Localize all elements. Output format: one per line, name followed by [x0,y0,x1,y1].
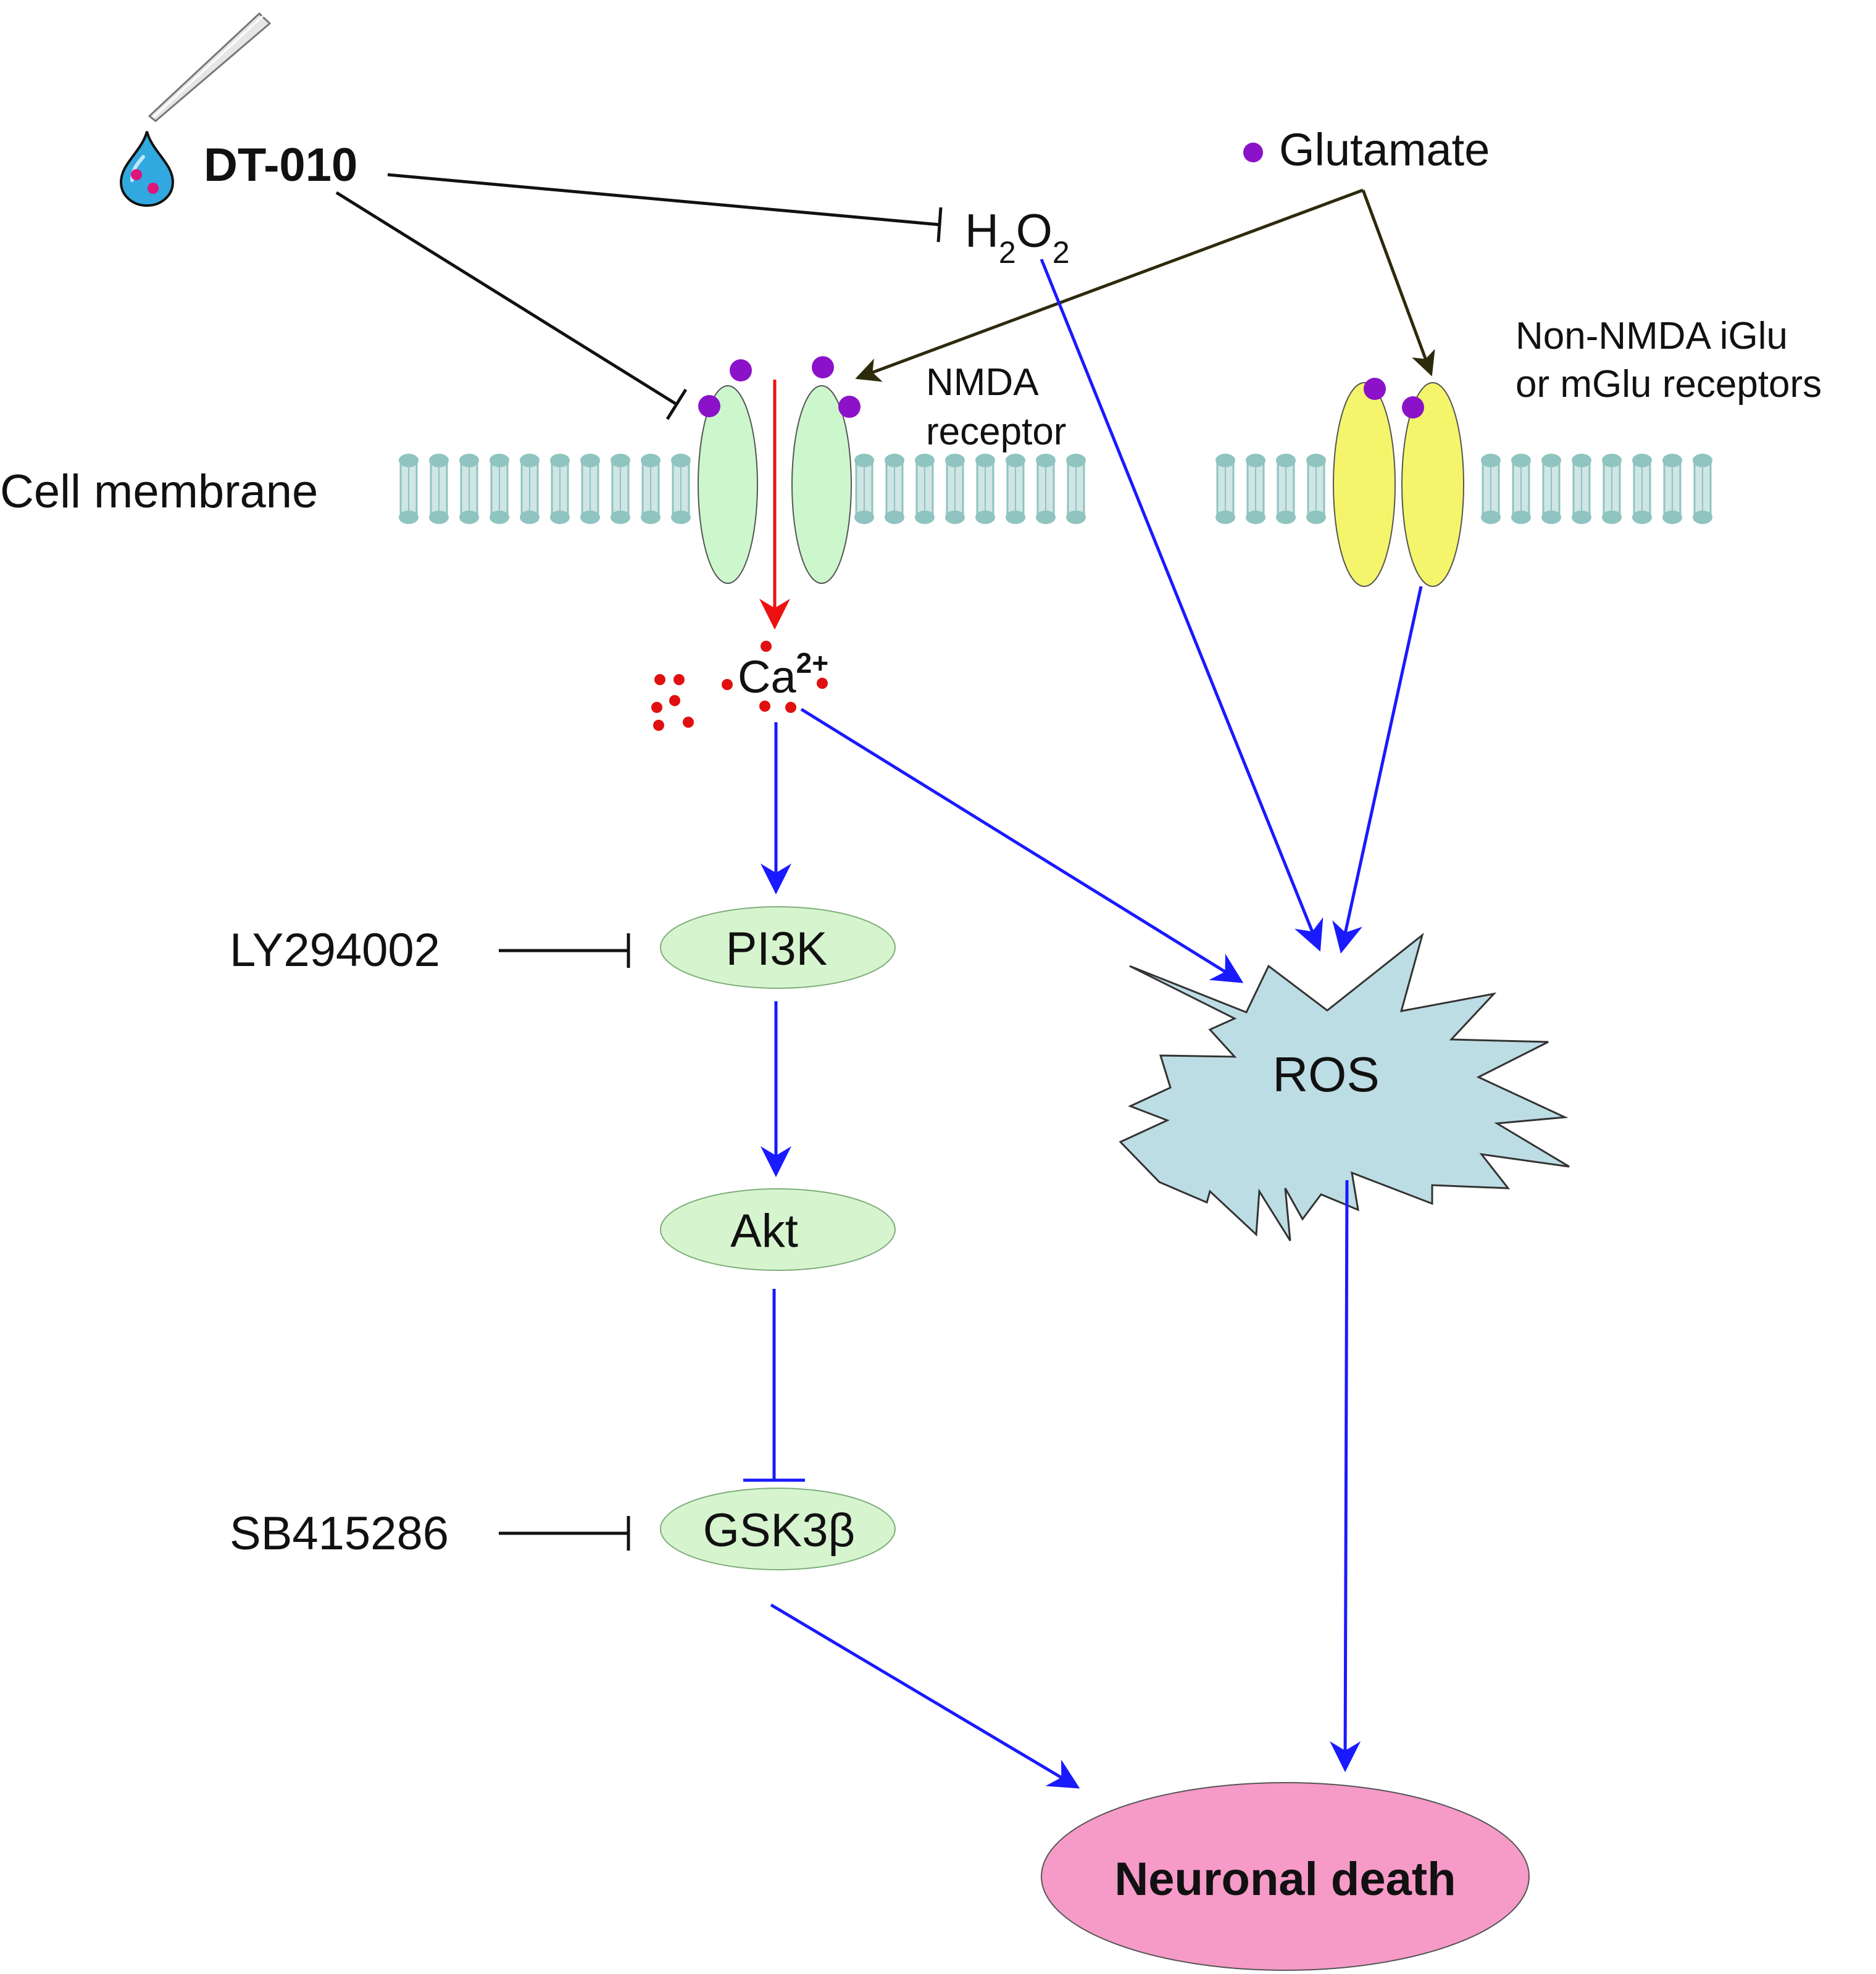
ca-superscript: 2+ [796,647,828,679]
glutamate-bound-dot [812,356,834,378]
gsk3b-node [660,1488,896,1570]
glutamate-arrows [855,188,1435,382]
h2o2-o: O [1016,205,1053,257]
sb415286-label: SB415286 [230,1507,449,1560]
inhibition-sb415286-to-gsk3b [499,1516,630,1551]
ca-base: Ca [738,651,796,702]
nmda-label-line1: NMDA [926,361,1039,404]
nmda-label-line2: receptor [926,410,1066,453]
glutamate-bound-dot [1402,396,1424,419]
ros-label: ROS [1272,1047,1379,1102]
pi3k-node [660,906,896,989]
h2o2-sub-1: 2 [999,235,1016,270]
non-nmda-label-line2: or mGlu receptors [1515,363,1822,406]
glutamate-bound-dot [730,359,752,381]
inhibition-akt-to-gsk3b [743,1289,805,1482]
inhibition-dt010-to-nmda [335,191,688,420]
dt010-label: DT-010 [204,139,357,191]
pi3k-label: PI3K [726,923,828,975]
h2o2-label: H2O2 [965,205,1070,270]
akt-node [660,1188,896,1271]
arrow-ca-to-ros [800,707,1244,983]
neuronal-death-node [1041,1782,1530,1971]
drug-droplet-icon [119,131,175,207]
pipette-tip-icon [148,12,272,122]
glutamate-bound-dot [698,395,720,417]
akt-label: Akt [730,1205,798,1257]
arrow-non-nmda-to-ros [1332,586,1423,954]
arrow-ros-to-death [1330,1180,1361,1772]
ros-starburst [1119,932,1570,1241]
cell-membrane-label: Cell membrane [0,465,318,518]
ly294002-label: LY294002 [230,924,440,977]
glutamate-label: Glutamate [1279,124,1490,175]
calcium-ions [651,641,828,731]
inhibition-ly294002-to-pi3k [499,933,630,968]
gsk3b-label: GSK3β [703,1504,855,1557]
glutamate-bound-dot [838,396,861,418]
inhibition-dt010-to-h2o2 [387,173,943,243]
arrow-gsk3b-to-death [770,1603,1080,1789]
glutamate-bound-dot [1364,378,1386,400]
activation-arrows [761,259,1423,1789]
glutamate-legend-dot [1243,143,1263,162]
arrow-h2o2-to-ros [1040,259,1324,952]
non-nmda-receptor-subunit-left [1333,382,1396,587]
non-nmda-label-line1: Non-NMDA iGlu [1515,315,1788,357]
neuronal-death-label: Neuronal death [1114,1853,1456,1905]
non-nmda-receptor-subunit-right [1401,382,1464,587]
nmda-receptor-subunit-right [791,385,852,584]
h2o2-h: H [965,205,999,257]
ca-label: Ca2+ [738,647,828,702]
h2o2-sub-2: 2 [1053,235,1070,270]
nmda-receptor-subunit-left [698,385,758,584]
